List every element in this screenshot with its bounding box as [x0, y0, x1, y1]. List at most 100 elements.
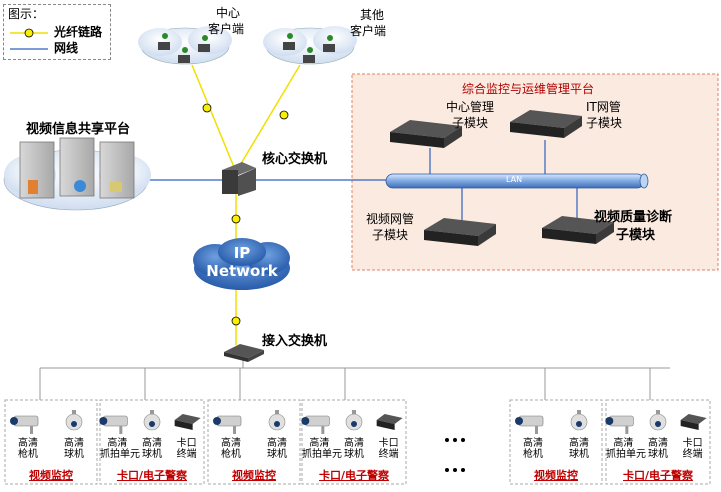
device-label-line2: 枪机 — [221, 449, 241, 460]
device-label-line1: 高清 — [221, 438, 241, 449]
group-label: 视频监控 — [29, 469, 73, 482]
it-mgmt-label-line1: IT网管 — [586, 100, 621, 114]
fiber-marker — [231, 316, 241, 326]
device-label-line1: 高清 — [613, 438, 634, 449]
device-label-line2: 球机 — [141, 449, 162, 460]
ip-network-label: IP Network — [196, 244, 288, 280]
device-group — [4, 399, 98, 485]
group-label: 卡口/电子警察 — [622, 469, 694, 482]
bullet-camera-icon — [10, 415, 39, 434]
quality-label-line2: 子模块 — [616, 228, 656, 243]
group-label: 卡口/电子警察 — [318, 469, 390, 482]
device-label-line1: 卡口 — [378, 438, 399, 449]
checkpoint-terminal-icon — [376, 414, 403, 430]
device-label-line1: 高清 — [523, 438, 543, 449]
device-group — [99, 399, 205, 485]
device-label-line2: 球机 — [647, 449, 668, 460]
bullet-camera-icon — [99, 415, 128, 434]
device-groups — [4, 399, 711, 485]
fiber-marker — [231, 214, 241, 224]
device-label: 卡口终端 — [169, 438, 204, 460]
device-label: 高清球机 — [641, 438, 676, 460]
device-label: 高清枪机 — [208, 438, 254, 460]
ip-network-cloud — [193, 238, 290, 290]
dome-camera-icon — [345, 410, 363, 431]
bullet-camera-icon — [605, 415, 634, 434]
device-label-line1: 高清 — [343, 438, 364, 449]
center-mgmt-label-line1: 中心管理 — [446, 100, 495, 114]
access-switch-label: 接入交换机 — [262, 334, 328, 349]
checkpoint-terminal-icon — [174, 414, 201, 430]
device-label: 高清枪机 — [5, 438, 51, 460]
device-label-line2: 抓拍单元 — [302, 449, 342, 460]
core-switch-icon — [222, 162, 256, 196]
device-label-line2: 球机 — [569, 449, 589, 460]
fiber-marker — [202, 103, 212, 113]
device-label-line1: 高清 — [309, 438, 330, 449]
cloud-other-clients — [263, 26, 357, 65]
device-label: 高清抓拍单元 — [606, 438, 646, 460]
device-label: 高清枪机 — [510, 438, 556, 460]
device-label: 卡口终端 — [371, 438, 406, 460]
center-client-label-line1: 中心 — [216, 6, 241, 20]
ip-network-line2: Network — [206, 262, 278, 280]
ip-network-line1: IP — [233, 244, 251, 262]
device-label: 高清球机 — [135, 438, 170, 460]
legend-fiber-label: 光纤链路 — [54, 25, 103, 39]
server-quality — [542, 216, 614, 244]
device-label-line2: 球机 — [267, 449, 287, 460]
bullet-camera-icon — [213, 415, 242, 434]
device-label: 高清球机 — [51, 438, 97, 460]
center-client-label-line2: 客户端 — [208, 22, 245, 36]
device-label-line2: 终端 — [682, 449, 703, 460]
server-cloud — [3, 137, 151, 211]
device-label-line1: 卡口 — [176, 438, 197, 449]
server-it-mgmt — [510, 110, 582, 138]
fiber-link — [235, 64, 301, 173]
legend-title: 图示： — [8, 7, 45, 21]
legend-cable-label: 网线 — [54, 41, 79, 55]
device-group — [509, 399, 603, 485]
device-label-line1: 高清 — [267, 438, 287, 449]
dome-camera-icon — [649, 410, 667, 431]
bullet-camera-icon — [301, 415, 330, 434]
other-client-label-line1: 其他 — [360, 8, 385, 22]
device-label: 卡口终端 — [675, 438, 710, 460]
device-label-line2: 抓拍单元 — [100, 449, 140, 460]
device-label-line1: 卡口 — [682, 438, 703, 449]
device-label-line2: 终端 — [378, 449, 399, 460]
platform-title: 综合监控与运维管理平台 — [462, 82, 595, 96]
device-label-line2: 枪机 — [523, 449, 543, 460]
device-label-line1: 高清 — [18, 438, 38, 449]
device-label-line1: 高清 — [64, 438, 84, 449]
device-label: 高清抓拍单元 — [100, 438, 140, 460]
cloud-center-clients — [138, 26, 232, 65]
core-switch-label: 核心交换机 — [262, 152, 328, 167]
video-mgmt-label-line2: 子模块 — [372, 228, 409, 242]
server-center-mgmt — [390, 120, 462, 148]
group-label: 卡口/电子警察 — [116, 469, 188, 482]
dome-camera-icon — [143, 410, 161, 431]
legend-swatches — [10, 28, 48, 50]
device-label-line1: 高清 — [647, 438, 668, 449]
access-tree — [39, 358, 670, 400]
ellipsis-dots — [445, 438, 465, 472]
device-label: 高清球机 — [254, 438, 300, 460]
other-client-label-line2: 客户端 — [350, 24, 387, 38]
quality-label-line1: 视频质量诊断 — [594, 210, 673, 225]
device-group — [301, 399, 407, 485]
center-mgmt-label-line2: 子模块 — [452, 116, 489, 130]
lan-bus — [385, 173, 649, 189]
device-label-line2: 球机 — [64, 449, 84, 460]
lan-label: LAN — [506, 175, 523, 184]
platform-area — [351, 73, 719, 271]
dome-camera-icon — [570, 410, 588, 431]
video-share-platform-label: 视频信息共享平台 — [26, 122, 131, 137]
legend: 图示： 光纤链路 网线 — [3, 4, 111, 60]
device-label-line1: 高清 — [141, 438, 162, 449]
cable-links — [148, 140, 578, 222]
device-group — [605, 399, 711, 485]
device-label-line1: 高清 — [569, 438, 589, 449]
